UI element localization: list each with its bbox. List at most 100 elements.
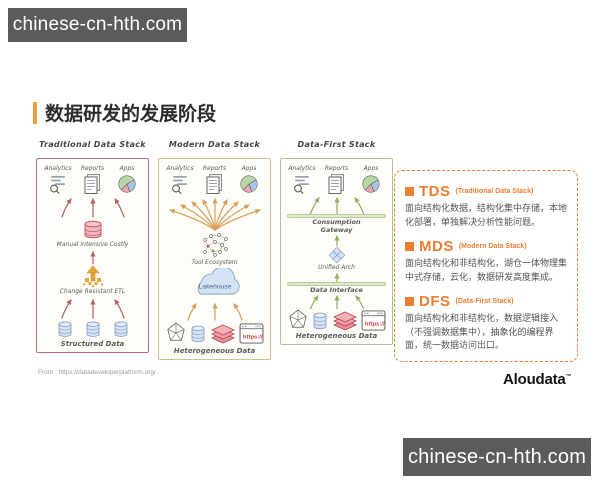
analytics-item: Analytics: [285, 165, 319, 195]
reports-item: Reports: [76, 165, 110, 195]
reports-item: Reports: [320, 165, 354, 195]
browser-window-icon: https://: [239, 323, 263, 344]
https-label: https://: [364, 321, 384, 327]
reports-icon: [207, 174, 223, 194]
tds-abbr: TDS: [419, 183, 451, 200]
reports-label: Reports: [80, 165, 105, 172]
title-accent-bar: [33, 101, 37, 124]
tds-fullname: (Traditional Data Stack): [455, 188, 534, 195]
dfs-bottom-label: Heterogeneous Data: [295, 332, 378, 340]
dfs-heading: DFS (Data-First Stack): [405, 293, 567, 310]
dfs-bottom-arrows: [309, 294, 364, 309]
panel-item-tds: TDS (Traditional Data Stack) 面向结构化数据，结构化…: [405, 183, 567, 229]
column-data-first-stack: Data-First Stack Analytics Reports: [280, 140, 393, 360]
dfs-top-icons: Analytics Reports: [285, 165, 388, 195]
dfs-fullname: (Data-First Stack): [455, 298, 514, 305]
tds-bottom-label: Structured Data: [60, 339, 125, 348]
mds-bottom-label: Heterogeneous Data: [173, 346, 256, 355]
data-layers-icon: [210, 324, 235, 344]
tds-description: 面向结构化数据，结构化集中存储，本地化部署，单独解决分析性能问题。: [405, 203, 568, 227]
trademark-symbol: ™: [565, 374, 572, 380]
dfs-gateway-label: Consumption Gateway: [312, 217, 361, 234]
tds-box: Analytics Reports: [36, 158, 149, 353]
pie-chart-icon: [362, 175, 380, 193]
dfs-abbr: DFS: [419, 293, 451, 310]
reports-label: Reports: [202, 165, 227, 172]
tds-heading: TDS (Traditional Data Stack): [405, 183, 567, 200]
lakehouse-cloud-icon: Lakehouse: [197, 268, 240, 295]
mds-fullname: (Modern Data Stack): [458, 243, 527, 250]
data-layers-icon: [332, 311, 357, 331]
warehouse-database-icon: [84, 220, 101, 238]
page-title: 数据研发的发展阶段: [33, 99, 216, 126]
mds-description: 面向结构化和非结构化，湖仓一体物理集中式存储，云化，数据研发高度集成。: [405, 258, 568, 282]
panel-item-mds: MDS (Modern Data Stack) 面向结构化和非结构化，湖仓一体物…: [405, 238, 567, 284]
tds-single-arrow: [89, 250, 96, 265]
mds-top-icons: Analytics Reports: [163, 165, 266, 195]
analytics-label: Analytics: [166, 165, 194, 172]
watermark-banner-top: chinese-cn-hth.com: [8, 8, 187, 42]
analytics-label: Analytics: [288, 165, 316, 172]
stacks-diagram: Traditional Data Stack Analytics Reports: [36, 140, 393, 360]
aloudata-logo: Aloudata™: [503, 371, 572, 388]
graph-polyhedron-icon: [166, 322, 185, 341]
lakehouse-label: Lakehouse: [198, 283, 231, 290]
browser-window-icon: https://: [361, 310, 385, 331]
definitions-panel: TDS (Traditional Data Stack) 面向结构化数据，结构化…: [394, 170, 578, 362]
structured-data-icons: [56, 321, 130, 338]
mds-header: Modern Data Stack: [168, 140, 261, 149]
apps-item: Apps: [354, 165, 388, 195]
analytics-item: Analytics: [163, 165, 197, 195]
watermark-banner-bottom: chinese-cn-hth.com: [403, 438, 591, 476]
graph-polyhedron-icon: [288, 309, 307, 328]
tool-ecosystem-network-icon: [202, 233, 228, 257]
pie-chart-icon: [118, 175, 136, 193]
mds-abbr: MDS: [419, 238, 454, 255]
aloudata-logo-text: Aloudata: [503, 371, 566, 388]
dfs-description: 面向结构化和非结构化，数据逻辑接入（不强调数据集中），抽象化的编程界面，统一数据…: [405, 313, 559, 350]
apps-label: Apps: [119, 165, 135, 172]
column-modern-data-stack: Modern Data Stack Analytics Reports: [158, 140, 271, 360]
database-icon: [114, 321, 127, 337]
database-icon: [58, 321, 71, 337]
etl-icon: [82, 266, 103, 288]
reports-label: Reports: [324, 165, 349, 172]
heterogeneous-data-icons: https://: [288, 309, 386, 331]
consumption-gateway-bar: [287, 213, 386, 218]
https-label: https://: [242, 335, 262, 341]
apps-item: Apps: [232, 165, 266, 195]
dfs-box: Analytics Reports: [280, 158, 393, 345]
analytics-icon: [50, 176, 65, 195]
unified-arch-icon: [328, 246, 345, 263]
reports-icon: [85, 174, 101, 194]
title-text: 数据研发的发展阶段: [45, 104, 217, 125]
database-icon: [313, 312, 326, 330]
tds-etl-label: Change Resistant ETL: [59, 288, 126, 296]
dfs-top-arrows: [309, 197, 364, 214]
reports-item: Reports: [198, 165, 232, 195]
mds-heading: MDS (Modern Data Stack): [405, 238, 567, 255]
dfs-arch-label: Unified Arch: [318, 264, 355, 272]
mds-box: Analytics Reports: [158, 158, 271, 360]
apps-label: Apps: [241, 165, 257, 172]
orange-square-bullet: [405, 187, 414, 196]
apps-item: Apps: [110, 165, 144, 195]
analytics-icon: [294, 176, 309, 195]
panel-item-dfs: DFS (Data-First Stack) 面向结构化和非结构化，数据逻辑接入…: [405, 293, 567, 353]
orange-square-bullet: [405, 297, 414, 306]
apps-label: Apps: [363, 165, 379, 172]
analytics-item: Analytics: [41, 165, 75, 195]
dfs-interface-label: Data Interface: [310, 285, 363, 294]
dfs-single-arrow-1: [333, 234, 340, 246]
database-icon: [86, 321, 99, 337]
database-icon: [191, 325, 204, 343]
tds-bottom-arrows: [60, 299, 125, 319]
tds-up-arrows: [60, 198, 125, 218]
dfs-header: Data-First Stack: [297, 140, 376, 149]
analytics-icon: [172, 176, 187, 195]
mds-ecosystem-label: Tool Ecosystem: [191, 258, 238, 266]
heterogeneous-data-icons: https://: [166, 322, 264, 344]
source-attribution: From : https://datadeveloperplatform.org…: [38, 369, 156, 376]
column-traditional-data-stack: Traditional Data Stack Analytics Reports: [36, 140, 149, 360]
mds-fan-arrows: [168, 197, 261, 231]
